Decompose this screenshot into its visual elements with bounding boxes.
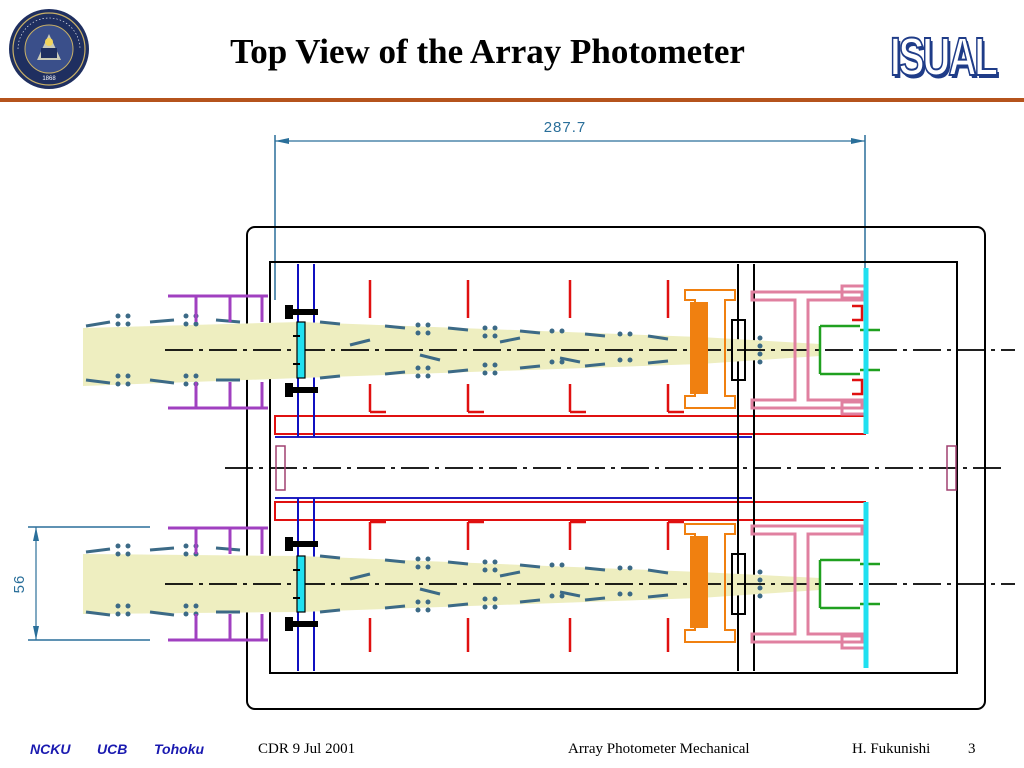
height-dimension: 56 — [11, 526, 150, 641]
footer-org-ucb: UCB — [97, 741, 128, 757]
photometer-drawing: 287.7 56 — [11, 119, 1015, 710]
footer-org-tohoku: Tohoku — [154, 741, 205, 757]
width-dimension: 287.7 — [274, 119, 866, 300]
footer-author: H. Fukunishi — [852, 741, 931, 757]
university-seal-logo: 1868 — [9, 9, 89, 89]
footer-org-ncku: NCKU — [30, 741, 71, 757]
width-dimension-label: 287.7 — [544, 119, 587, 136]
upper-rail — [274, 415, 866, 435]
footer-subject: Array Photometer Mechanical — [568, 741, 750, 757]
footer-date: CDR 9 Jul 2001 — [258, 741, 356, 757]
isual-logo: ISUAL — [889, 27, 998, 87]
upper-channel — [83, 268, 1015, 434]
svg-text:1868: 1868 — [42, 76, 56, 82]
header-divider — [0, 98, 1024, 102]
lower-channel — [83, 502, 1015, 668]
slide-title: Top View of the Array Photometer — [230, 32, 745, 71]
footer-page-number: 3 — [968, 741, 976, 757]
height-dimension-label: 56 — [11, 575, 28, 594]
lower-rail — [274, 501, 866, 521]
